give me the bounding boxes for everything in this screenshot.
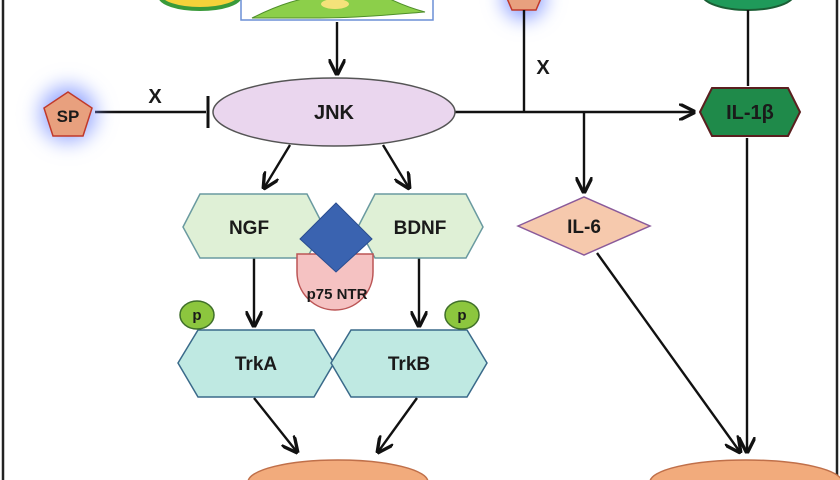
p75-ntr-label: p75 NTR bbox=[307, 286, 368, 303]
il1b-label: IL-1β bbox=[726, 102, 774, 124]
top-right-cell-shape bbox=[703, 0, 793, 11]
trkb-label: TrkB bbox=[388, 354, 430, 375]
outcome-right-shape bbox=[649, 459, 840, 480]
cell-image bbox=[251, 0, 426, 19]
bdnf-node bbox=[357, 193, 484, 259]
arrow-il6-down bbox=[596, 252, 740, 452]
arrow-trkb-down bbox=[378, 397, 418, 452]
phospho-label-trka: p bbox=[192, 307, 201, 324]
jnk-node bbox=[212, 77, 456, 147]
inhibition-mark-sp: X bbox=[148, 86, 162, 108]
sp-label: SP bbox=[57, 107, 80, 126]
jnk-label: JNK bbox=[314, 102, 355, 124]
top-left-cell-shape bbox=[159, 0, 241, 11]
outcome-left-shape bbox=[247, 459, 429, 480]
arrow-trka-down bbox=[253, 397, 297, 452]
cell-image-nucleus bbox=[321, 0, 349, 9]
arrow-jnk-to-ngf bbox=[264, 144, 292, 188]
p75-ntr-node bbox=[296, 253, 374, 311]
il6-node bbox=[516, 196, 652, 256]
il1b-node bbox=[698, 87, 802, 137]
top-mediator-pentagon bbox=[506, 0, 542, 11]
inhibition-mark-top: X bbox=[536, 57, 550, 79]
trkb-node bbox=[330, 329, 488, 398]
bdnf-label: BDNF bbox=[394, 218, 447, 239]
phospho-label-trkb: p bbox=[457, 307, 466, 324]
sp-node bbox=[43, 91, 93, 137]
il6-label: IL-6 bbox=[567, 217, 601, 238]
arrow-jnk-to-bdnf bbox=[381, 144, 409, 188]
phospho-badge-trkb bbox=[444, 300, 480, 330]
phospho-badge-trka bbox=[179, 300, 215, 330]
trka-label: TrkA bbox=[235, 354, 278, 375]
neurotrophin-diamond bbox=[299, 202, 373, 273]
ngf-label: NGF bbox=[229, 218, 269, 239]
